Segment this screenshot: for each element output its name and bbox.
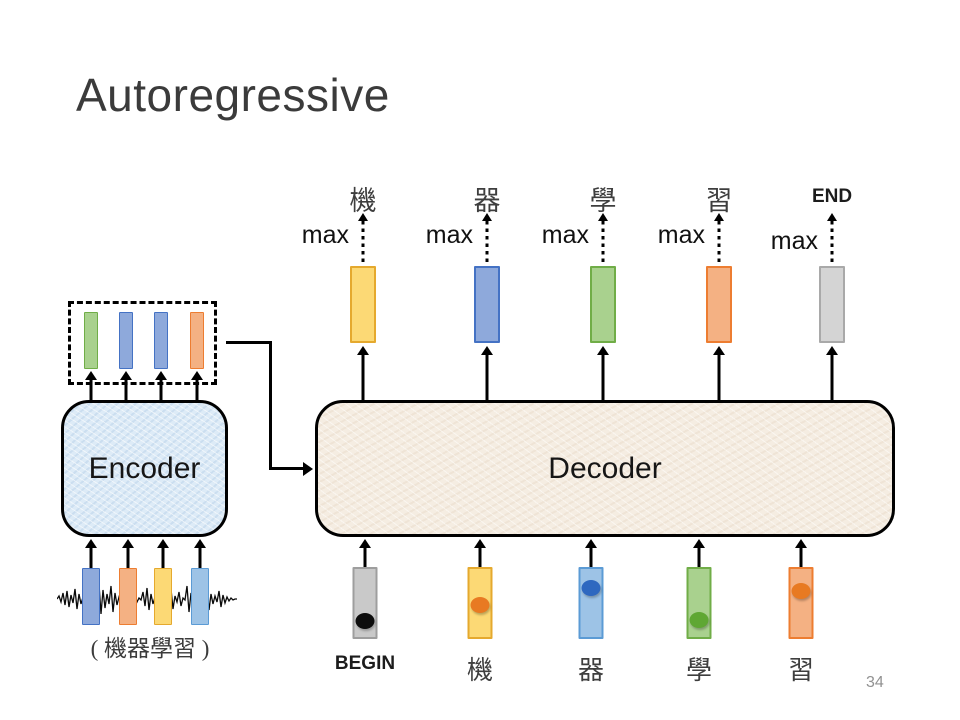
arrow-line [363,548,367,568]
arrow-line [717,354,721,400]
dotted-up-arrow-icon [598,213,608,221]
output-char: 器 [473,186,501,216]
arrow-line [161,548,165,569]
distribution-bar [474,266,500,343]
token-dot [355,613,375,629]
output-char: 機 [349,186,377,216]
arrow-line [799,548,803,568]
dotted-up-arrow-icon [827,213,837,221]
page-number: 34 [866,674,884,691]
arrow-line [478,548,482,568]
token-bar [578,567,604,639]
arrow-line [126,548,130,569]
arrow-line [589,548,593,568]
up-arrow-icon [194,539,206,548]
hidden-state-bar [154,312,168,369]
distribution-bar [590,266,616,343]
up-arrow-icon [474,539,486,548]
arrow-line [697,548,701,568]
token-dot [470,597,490,613]
hidden-state-bar [119,312,133,369]
output-char: 習 [705,186,733,216]
hidden-state-bar [190,312,204,369]
max-label: max [657,221,705,249]
arrow-line [361,354,365,400]
token-bar [788,567,814,639]
arrow-line [124,379,128,400]
token-bar [686,567,712,639]
decoder-block: Decoder [315,400,895,537]
encoder-input-caption: ( 機器學習 ) [90,636,210,661]
up-arrow-icon [713,346,725,355]
arrow-line [89,548,93,569]
up-arrow-icon [122,539,134,548]
arrow-line [159,379,163,400]
input-label: 器 [577,656,605,685]
arrow-line [485,354,489,400]
up-arrow-icon [85,371,97,380]
acoustic-feature-bar [191,568,209,625]
hidden-state-bar [84,312,98,369]
token-dot [689,612,709,628]
acoustic-feature-bar [119,568,137,625]
slide-title: Autoregressive [76,69,390,121]
token-dot [581,580,601,596]
up-arrow-icon [693,539,705,548]
arrow-line [601,354,605,400]
up-arrow-icon [585,539,597,548]
input-label: 習 [787,656,815,685]
encoder-block: Encoder [61,400,228,537]
up-arrow-icon [597,346,609,355]
connector-line [269,341,272,470]
up-arrow-icon [359,539,371,548]
input-label: 機 [466,656,494,685]
token-dot [791,583,811,599]
encoder-label: Encoder [88,451,201,485]
up-arrow-icon [826,346,838,355]
arrow-line [195,379,199,400]
dotted-up-arrow-icon [358,213,368,221]
up-arrow-icon [795,539,807,548]
output-char: END [811,186,853,207]
dotted-arrow-line [717,221,721,264]
up-arrow-icon [157,539,169,548]
decoder-label: Decoder [548,451,662,485]
input-label: BEGIN [334,653,396,674]
max-label: max [541,221,589,249]
up-arrow-icon [85,539,97,548]
distribution-bar [819,266,845,343]
right-arrow-icon [303,461,313,476]
arrow-line [830,354,834,400]
arrow-line [89,379,93,400]
dotted-up-arrow-icon [714,213,724,221]
dotted-arrow-line [601,221,605,264]
max-label: max [770,227,818,255]
dotted-arrow-line [361,221,365,264]
max-label: max [425,221,473,249]
up-arrow-icon [120,371,132,380]
connector-line [269,467,305,470]
input-label: 學 [685,656,713,685]
output-char: 學 [589,186,617,216]
up-arrow-icon [155,371,167,380]
up-arrow-icon [481,346,493,355]
dotted-arrow-line [830,221,834,264]
distribution-bar [706,266,732,343]
hidden-states-dashed-box [68,301,217,385]
up-arrow-icon [357,346,369,355]
dotted-arrow-line [485,221,489,264]
acoustic-feature-bar [154,568,172,625]
up-arrow-icon [191,371,203,380]
connector-line [226,341,272,344]
dotted-up-arrow-icon [482,213,492,221]
arrow-line [198,548,202,569]
acoustic-feature-bar [82,568,100,625]
max-label: max [301,221,349,249]
distribution-bar [350,266,376,343]
